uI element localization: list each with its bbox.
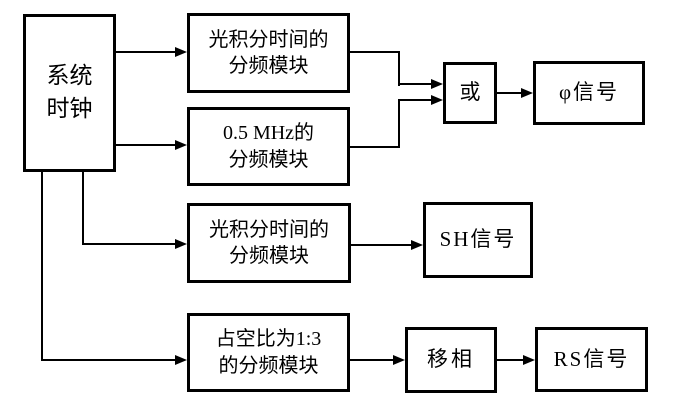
connector-integration-top-to-or (350, 51, 400, 53)
node-mhz-divider: 0.5 MHz的 分频模块 (187, 107, 350, 186)
arrowhead-icon (393, 355, 405, 365)
connector-clock-to-duty-divider (41, 359, 175, 361)
connector-clock-to-integration-mid (82, 243, 175, 245)
node-integration-divider-mid: 光积分时间的 分频模块 (187, 203, 351, 283)
connector-mhz-divider-to-or (398, 99, 431, 101)
connector-phase-to-rs-signal (497, 359, 523, 361)
arrowhead-icon (431, 79, 443, 89)
node-integration-divider-top: 光积分时间的 分频模块 (187, 13, 350, 93)
connector-integration-top-to-or (398, 83, 431, 85)
arrowhead-icon (175, 47, 187, 57)
arrowhead-icon (175, 239, 187, 249)
node-system-clock: 系统 时钟 (23, 14, 116, 172)
arrowhead-icon (431, 95, 443, 105)
connector-clock-to-duty-divider (41, 170, 43, 361)
arrowhead-icon (175, 355, 187, 365)
connector-clock-to-integration-mid (82, 170, 84, 245)
connector-duty-divider-to-phase (350, 359, 393, 361)
node-phi-signal: φ信号 (533, 61, 645, 125)
node-or-gate: 或 (443, 62, 497, 124)
arrowhead-icon (523, 355, 535, 365)
node-duty-cycle-divider: 占空比为1:3 的分频模块 (187, 313, 350, 392)
arrowhead-icon (175, 140, 187, 150)
node-sh-signal: SH信号 (423, 202, 533, 278)
connector-mhz-divider-to-or (350, 146, 400, 148)
connector-clock-to-mhz-divider (116, 144, 176, 146)
node-phase-shifter: 移相 (405, 327, 497, 393)
connector-or-to-phi-signal (497, 92, 521, 94)
connector-integration-mid-to-sh (351, 244, 411, 246)
connector-clock-to-integration-top (116, 51, 176, 53)
arrowhead-icon (411, 240, 423, 250)
connector-integration-top-to-or (398, 51, 400, 86)
arrowhead-icon (521, 88, 533, 98)
node-rs-signal: RS信号 (535, 327, 648, 392)
connector-mhz-divider-to-or (398, 99, 400, 148)
